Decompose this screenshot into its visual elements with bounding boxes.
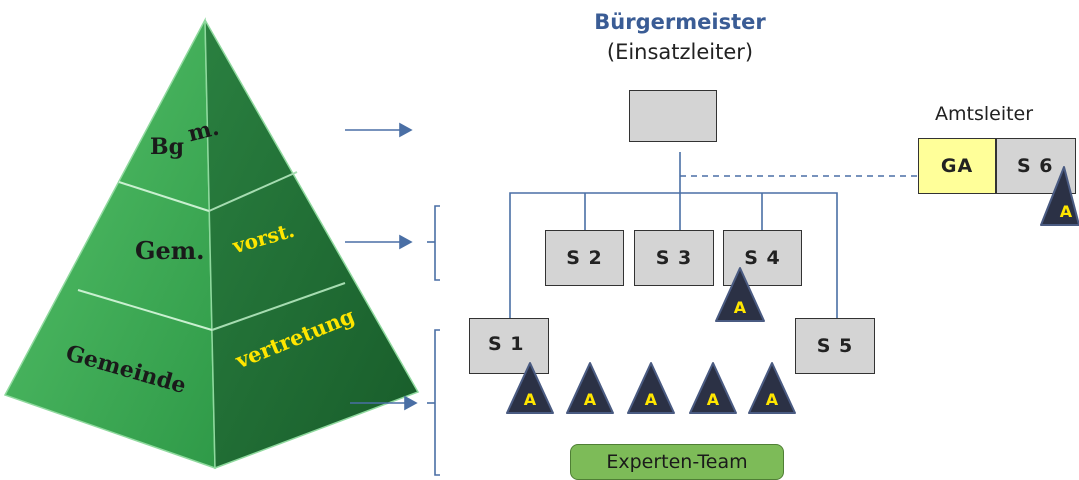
- pyramid-right-face: [204, 19, 420, 470]
- horizontal-bus: [509, 192, 838, 318]
- pyramid-divider-2b: [211, 282, 346, 331]
- pyramid-divider-2: [77, 289, 213, 331]
- advisor-letter-s6: A: [1059, 202, 1073, 221]
- advisor-letter-2: A: [583, 390, 597, 409]
- arrow-head-1: [399, 122, 413, 138]
- amtsleiter-label: Amtsleiter: [935, 103, 1034, 125]
- unit-s1-label: S 1: [488, 333, 525, 355]
- mayor-title: Bürgermeister: [594, 10, 766, 34]
- unit-s5-box: S 5: [795, 318, 875, 374]
- advisor-letter-1: A: [523, 390, 537, 409]
- expert-team-box: Experten-Team: [570, 444, 784, 480]
- unit-s2-box: S 2: [545, 230, 624, 286]
- advisor-triangle-4: [689, 362, 737, 414]
- advisor-triangle-s6: [1040, 166, 1079, 226]
- unit-s6-label: S 6: [1017, 155, 1054, 177]
- advisor-letter-3: A: [644, 390, 658, 409]
- advisor-triangle-3: [627, 362, 675, 414]
- arrow-head-3: [404, 395, 418, 411]
- unit-ga-label: GA: [940, 155, 974, 177]
- advisor-letter-5: A: [765, 390, 779, 409]
- unit-s3-label: S 3: [655, 247, 693, 269]
- advisor-triangle-5: [748, 362, 796, 414]
- unit-ga-box: GA: [918, 138, 996, 194]
- advisor-letter-s4: A: [733, 298, 747, 317]
- unit-s2-label: S 2: [566, 247, 603, 269]
- unit-s4-label: S 4: [744, 247, 781, 269]
- unit-s3-box: S 3: [634, 230, 714, 286]
- pyramid-divider-1b: [208, 171, 298, 212]
- unit-s5-label: S 5: [816, 335, 854, 357]
- mayor-subtitle: (Einsatzleiter): [606, 40, 754, 64]
- pyramid-top-left-label: Bg: [150, 134, 184, 160]
- arrow-head-2: [399, 234, 413, 250]
- unit-s1-box: S 1: [469, 318, 549, 374]
- pyramid-mid-left-label: Gem.: [135, 236, 205, 265]
- mayor-box: [629, 90, 717, 142]
- advisor-triangle-s1: [506, 362, 554, 414]
- advisor-letter-4: A: [706, 390, 720, 409]
- pyramid-graphic: [3, 17, 420, 470]
- advisor-triangle-2: [566, 362, 614, 414]
- bracket-level-2: [434, 205, 440, 281]
- pyramid-divider-1: [118, 181, 210, 212]
- advisor-triangle-s4: [715, 267, 765, 322]
